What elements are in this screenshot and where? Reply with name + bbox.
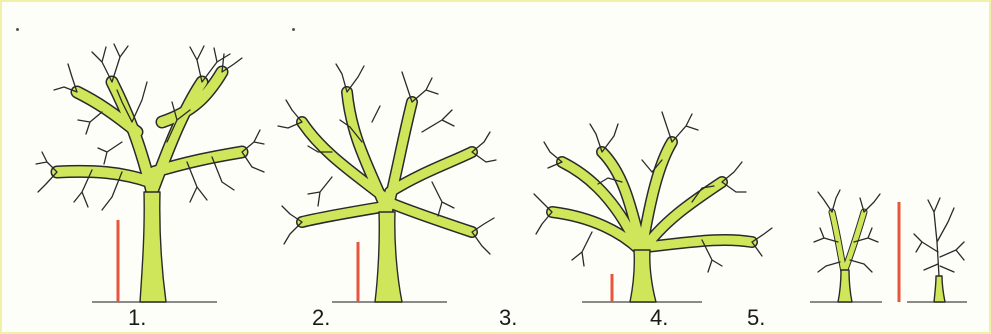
tree-3-limbs: [546, 136, 758, 258]
tree-1-twigs: [35, 43, 265, 211]
tree-1: [35, 43, 265, 303]
tree-5-twigs: [913, 197, 965, 277]
tree-2-twigs: [277, 63, 497, 255]
tree-2: [277, 63, 497, 303]
trunk: [139, 191, 167, 303]
tree-3-twigs: [533, 111, 773, 273]
tree-3: [533, 111, 773, 303]
trunk: [374, 211, 403, 303]
stage-label-5: 5.: [747, 305, 766, 330]
tree-4-small: [810, 189, 882, 303]
stage-label-3: 3.: [499, 305, 518, 330]
stage-label-4: 4.: [650, 305, 669, 330]
trunk: [933, 275, 946, 303]
tree-4-twigs: [813, 189, 881, 273]
stage-label-1: 1.: [128, 305, 147, 330]
trunk: [837, 269, 853, 303]
tree-2-limbs: [296, 86, 478, 238]
speck: [292, 28, 295, 31]
tree-5-bare: [897, 197, 967, 303]
stage-label-2: 2.: [312, 305, 331, 330]
tree-1-limbs: [50, 65, 249, 199]
trunk: [629, 249, 657, 303]
speck: [16, 28, 19, 31]
